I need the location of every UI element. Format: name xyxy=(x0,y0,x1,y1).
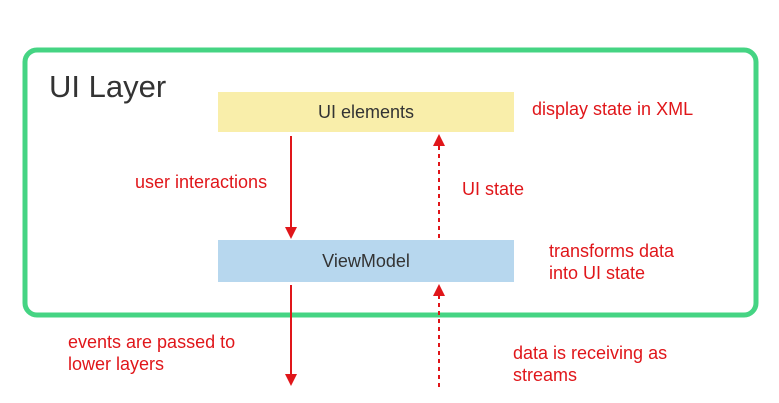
ui-layer-frame xyxy=(22,47,759,318)
data-receiving-note: data is receiving as streams xyxy=(513,343,668,385)
display-state-note: display state in XML xyxy=(532,99,694,119)
viewmodel-box: ViewModel xyxy=(218,240,514,282)
ui-state-arrow xyxy=(433,134,445,238)
transforms-note: transforms data into UI state xyxy=(549,241,675,283)
ui-elements-label: UI elements xyxy=(317,101,415,122)
user-interactions-arrow xyxy=(285,136,297,239)
events-down-arrow xyxy=(285,285,297,386)
user-interactions-note: user interactions xyxy=(135,172,268,192)
viewmodel-label: ViewModel xyxy=(322,250,410,271)
ui-elements-box: UI elements xyxy=(218,92,514,132)
events-passed-note: events are passed to lower layers xyxy=(68,332,236,374)
data-streams-arrow xyxy=(433,284,445,387)
layer-title: UI Layer xyxy=(49,69,167,104)
ui-state-note: UI state xyxy=(462,179,525,199)
